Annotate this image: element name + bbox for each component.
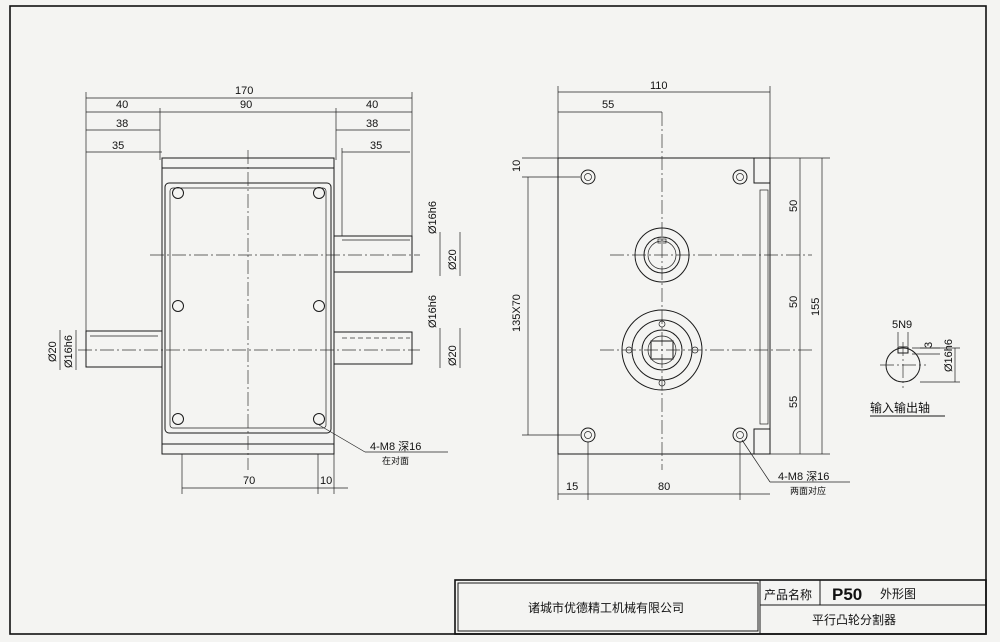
dim-55-top: 55: [602, 99, 614, 111]
side-callout-thread: 4-M8 深16: [778, 470, 829, 483]
dim-170: 170: [235, 85, 253, 97]
drawing-type: 外形图: [880, 587, 916, 601]
title-block: [454, 579, 987, 635]
front-shaft-mid-right: [333, 331, 413, 365]
dim-top-shaft-d20: Ø20: [447, 249, 459, 270]
company-name: 诸城市优德精工机械有限公司: [528, 600, 684, 615]
dim-70: 70: [243, 475, 255, 487]
model-number: P50: [832, 585, 862, 604]
front-shaft-top-right: [333, 235, 413, 273]
dim-top-shaft-d16: Ø16h6: [427, 201, 439, 234]
front-callout-note: 在对面: [382, 455, 409, 467]
side-view: [522, 86, 850, 500]
dim-50-mid: 50: [788, 296, 800, 308]
dim-135x70: 135X70: [511, 294, 523, 332]
dim-35-left: 35: [112, 140, 124, 152]
front-mounting-holes: [172, 187, 325, 425]
dim-40-right: 40: [366, 99, 378, 111]
dim-left-shaft-d16: Ø16h6: [63, 335, 75, 368]
dim-38-left: 38: [116, 118, 128, 130]
side-callout-note: 两面对应: [790, 485, 826, 497]
keyway-dim: 5N9: [892, 319, 912, 331]
shaft-section: [870, 332, 960, 417]
dim-15: 15: [566, 481, 578, 493]
dim-110: 110: [650, 80, 668, 92]
dim-35-right: 35: [370, 140, 382, 152]
dim-50-upper: 50: [788, 200, 800, 212]
dim-40-left: 40: [116, 99, 128, 111]
dim-10-base: 10: [320, 475, 332, 487]
dim-left-shaft-d20: Ø20: [47, 341, 59, 362]
dim-38-right: 38: [366, 118, 378, 130]
front-view: [59, 92, 461, 494]
product-name-label: 产品名称: [764, 587, 812, 602]
dim-10-top: 10: [511, 160, 523, 172]
sheet-border: [9, 5, 987, 635]
front-callout-thread: 4-M8 深16: [370, 440, 421, 453]
side-upper-bearing: [634, 227, 690, 283]
keyway-depth: 3: [923, 342, 935, 348]
product-description: 平行凸轮分割器: [812, 612, 896, 627]
side-lower-bearing: [621, 309, 703, 391]
dim-155: 155: [810, 298, 822, 316]
shaft-caption: 输入输出轴: [870, 400, 930, 415]
side-body: [557, 157, 771, 455]
side-corner-holes: [580, 169, 748, 443]
dim-55-lower: 55: [788, 396, 800, 408]
dim-mid-shaft-d16: Ø16h6: [427, 295, 439, 328]
dim-90: 90: [240, 99, 252, 111]
front-shaft-left: [85, 330, 163, 368]
shaft-diameter: Ø16h6: [943, 339, 955, 372]
dim-mid-shaft-d20: Ø20: [447, 345, 459, 366]
dim-80: 80: [658, 481, 670, 493]
